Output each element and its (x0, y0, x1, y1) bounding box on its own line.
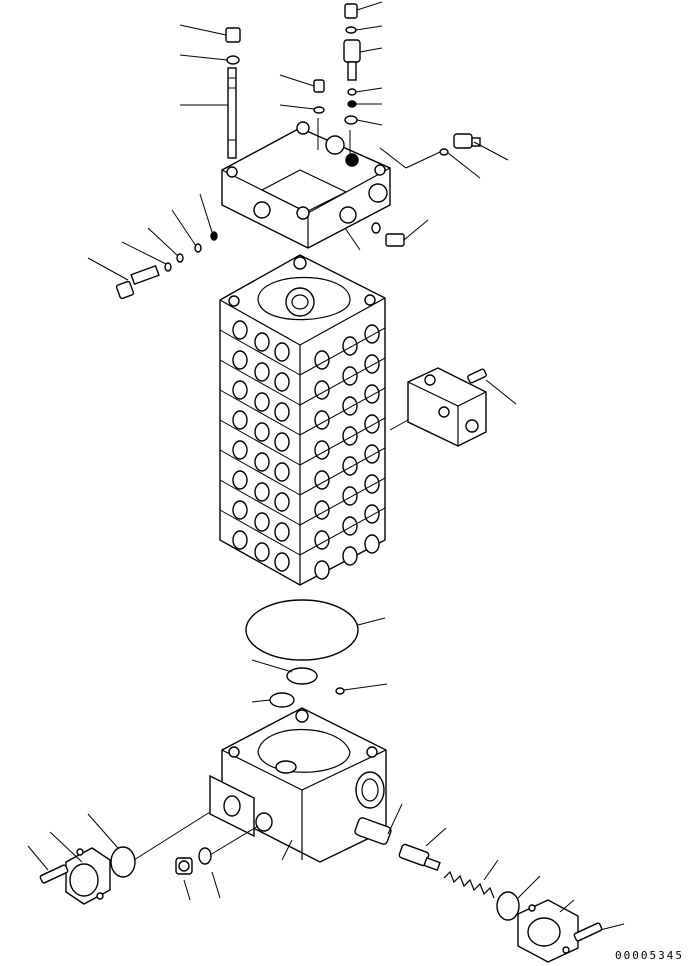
elbow-fitting-part (453, 133, 509, 161)
section-port (364, 414, 380, 434)
section-port (342, 396, 358, 416)
housing-link-lines (317, 118, 441, 169)
section-port (342, 516, 358, 536)
poppet-part (398, 827, 447, 872)
section-divider-left (219, 419, 301, 466)
elbow-oring-part (439, 148, 481, 179)
section-divider-right (299, 477, 386, 526)
right-cover-part (517, 899, 579, 963)
left-cover-oring-part (87, 811, 211, 878)
section-port (274, 462, 290, 482)
relief-valve-part (343, 39, 383, 81)
section-port (254, 542, 270, 562)
section-divider-right (299, 447, 386, 496)
section-port (364, 474, 380, 494)
section-port (232, 410, 248, 430)
bottom-valve-housing (209, 707, 387, 863)
section-port (364, 354, 380, 374)
section-divider-left (219, 449, 301, 496)
large-oring-part (245, 599, 386, 661)
section-port (232, 350, 248, 370)
section-port (342, 426, 358, 446)
section-port (254, 452, 270, 472)
section-port (274, 342, 290, 362)
side-block-screw-part (467, 368, 517, 405)
oring-part-b (347, 100, 382, 108)
side-valve-block (389, 367, 487, 447)
washer-part (179, 54, 240, 65)
right-cover-oring-part (496, 875, 541, 921)
plug-fitting-part (175, 825, 259, 901)
oring-part-a (347, 87, 383, 96)
section-port (274, 432, 290, 452)
section-port (342, 486, 358, 506)
mid-seal-part (251, 659, 318, 685)
right-cover-bolt-part (573, 922, 625, 942)
hex-nut-part (179, 24, 241, 43)
drawing-reference-number: 00005345 (615, 949, 684, 962)
section-port (274, 492, 290, 512)
section-divider-left (219, 389, 301, 436)
section-port (364, 504, 380, 524)
section-port (274, 402, 290, 422)
section-port (274, 552, 290, 572)
section-divider-left (219, 329, 301, 376)
section-divider-left (219, 509, 301, 556)
tiny-oring-part (335, 683, 388, 695)
left-cover-part (49, 831, 111, 905)
section-divider-right (299, 507, 386, 556)
section-divider-right (299, 357, 386, 406)
center-oring-part (279, 104, 325, 114)
section-port (274, 522, 290, 542)
section-divider-right (299, 387, 386, 436)
section-port (232, 380, 248, 400)
section-divider-right (299, 327, 386, 376)
center-plug-part (279, 74, 325, 93)
section-port (232, 470, 248, 490)
section-port (364, 444, 380, 464)
section-port (232, 530, 248, 550)
section-divider-right (299, 417, 386, 466)
section-port (364, 324, 380, 344)
oring-part-c (344, 115, 383, 126)
section-port (342, 456, 358, 476)
section-port (254, 392, 270, 412)
section-divider-left (219, 479, 301, 526)
section-port (364, 384, 380, 404)
section-port (342, 336, 358, 356)
left-cover-bolt-part (27, 845, 69, 884)
spool-piston-part (354, 803, 403, 845)
section-port (254, 332, 270, 352)
section-port (274, 372, 290, 392)
small-oring-part (345, 25, 383, 34)
section-port (364, 534, 380, 554)
section-divider-left (219, 359, 301, 406)
section-port (254, 512, 270, 532)
section-port (254, 362, 270, 382)
plug-part (344, 1, 383, 19)
top-valve-housing (221, 121, 391, 251)
side-rings-part (121, 193, 218, 272)
side-bolt-part (87, 257, 160, 300)
section-port (342, 366, 358, 386)
section-port (254, 482, 270, 502)
section-port (254, 422, 270, 442)
section-rows (219, 320, 386, 580)
section-port (232, 500, 248, 520)
section-port (232, 320, 248, 340)
right-side-bolt-part (371, 219, 429, 247)
section-port (342, 546, 358, 566)
small-seal-part (251, 692, 295, 708)
section-port (232, 440, 248, 460)
stud-bolt-part (180, 67, 237, 159)
section-port (314, 560, 330, 580)
spring-part (443, 859, 499, 899)
